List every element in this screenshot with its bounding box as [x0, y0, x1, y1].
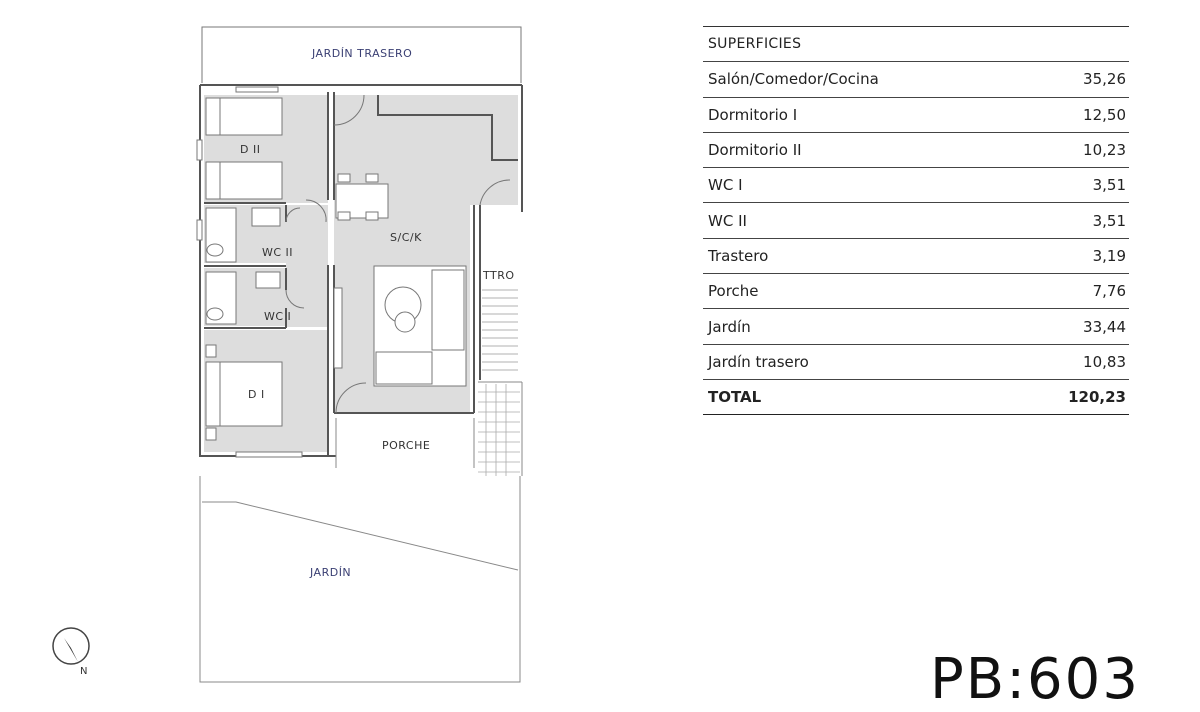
- storage-hatch: [482, 289, 518, 371]
- front-garden: [199, 476, 521, 683]
- label-wc1: WC I: [264, 310, 291, 323]
- porch: [335, 381, 523, 476]
- row-label: Porche: [708, 282, 759, 301]
- row-value: 10,83: [1083, 352, 1126, 371]
- label-wc2: WC II: [262, 246, 293, 259]
- label-sck: S/C/K: [390, 231, 422, 244]
- table-row: Dormitorio II 10,23: [703, 133, 1129, 169]
- plan-code: PB:603: [930, 647, 1140, 712]
- table-row: Jardín trasero 10,83: [703, 345, 1129, 380]
- dining-set: [335, 173, 389, 221]
- table-row: Salón/Comedor/Cocina 35,26: [703, 62, 1129, 98]
- row-value: 12,50: [1083, 105, 1126, 124]
- interior-fill: [204, 95, 518, 452]
- bathroom-fixtures: [205, 207, 281, 325]
- windows: [196, 86, 303, 458]
- label-jardin-trasero: JARDÍN TRASERO: [311, 47, 412, 60]
- label-d2: D II: [240, 143, 260, 156]
- row-label: Salón/Comedor/Cocina: [708, 70, 879, 89]
- beds: [205, 97, 283, 441]
- table-header-row: SUPERFICIES: [703, 27, 1129, 63]
- row-value: 33,44: [1083, 317, 1126, 336]
- row-label: Dormitorio I: [708, 105, 798, 124]
- row-label: Trastero: [708, 246, 769, 265]
- row-value: 3,51: [1092, 211, 1126, 230]
- label-jardin: JARDÍN: [309, 566, 351, 579]
- row-label: WC II: [708, 211, 747, 230]
- total-label: TOTAL: [708, 388, 762, 407]
- doors: [285, 94, 511, 414]
- label-ttro: TTRO: [482, 269, 515, 282]
- table-row: WC I 3,51: [703, 168, 1129, 204]
- back-garden: [201, 26, 522, 83]
- row-label: Jardín: [708, 317, 751, 336]
- row-label: Jardín trasero: [708, 352, 809, 371]
- label-d1: D I: [248, 388, 265, 401]
- row-value: 3,19: [1092, 246, 1126, 265]
- table-row: Dormitorio I 12,50: [703, 98, 1129, 133]
- row-label: Dormitorio II: [708, 141, 802, 160]
- total-value: 120,23: [1068, 388, 1126, 407]
- row-value: 7,76: [1092, 282, 1126, 301]
- floor-plan: N JARDÍN TRASERO D II WC II S/C/K TTRO W…: [52, 26, 523, 683]
- table-row: Trastero 3,19: [703, 239, 1129, 275]
- row-value: 35,26: [1083, 70, 1126, 89]
- compass-letter: N: [80, 666, 87, 677]
- row-value: 10,23: [1083, 141, 1126, 160]
- row-label: WC I: [708, 176, 743, 195]
- table-row: Porche 7,76: [703, 274, 1129, 310]
- row-value: 3,51: [1092, 176, 1126, 195]
- label-porche: PORCHE: [382, 439, 430, 452]
- table-header: SUPERFICIES: [708, 36, 802, 53]
- table-row: Jardín 33,44: [703, 309, 1129, 345]
- table-row: WC II 3,51: [703, 203, 1129, 239]
- table-total-row: TOTAL 120,23: [703, 380, 1129, 416]
- living-furniture: [333, 265, 467, 387]
- north-compass-icon: N: [52, 627, 90, 677]
